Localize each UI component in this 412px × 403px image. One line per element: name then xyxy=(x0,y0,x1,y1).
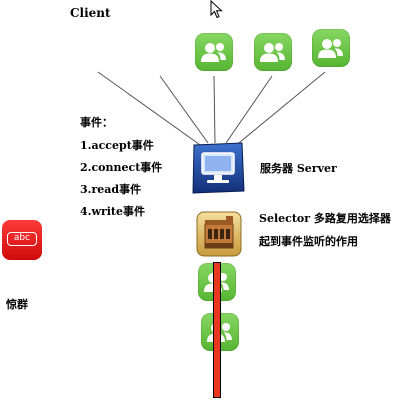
event-item: 2.connect事件 xyxy=(80,161,163,174)
connection-line xyxy=(213,75,216,144)
building-icon xyxy=(196,211,242,257)
selector-label: Selector 多路复用选择器 xyxy=(259,212,391,225)
user-group-icon xyxy=(195,33,233,71)
connection-line xyxy=(159,75,209,144)
abc-app-icon xyxy=(2,220,42,260)
event-item: 1.accept事件 xyxy=(80,139,154,152)
vertical-red-bar xyxy=(213,262,221,398)
selector-description: 起到事件监听的作用 xyxy=(259,235,358,248)
connection-line xyxy=(233,71,326,148)
client-label: Client xyxy=(70,6,111,20)
event-item: 4.write事件 xyxy=(80,205,146,218)
connection-line xyxy=(225,75,273,144)
events-title: 事件： xyxy=(80,116,113,129)
thundering-herd-label: 惊群 xyxy=(6,298,28,311)
connection-line xyxy=(97,71,204,148)
monitor-icon xyxy=(192,142,245,194)
server-label: 服务器 Server xyxy=(260,162,337,175)
user-group-icon xyxy=(254,33,292,71)
user-group-icon xyxy=(312,29,350,67)
cursor-icon xyxy=(210,0,223,19)
event-item: 3.read事件 xyxy=(80,183,142,196)
abc-app-icon-text: abc xyxy=(7,232,37,246)
